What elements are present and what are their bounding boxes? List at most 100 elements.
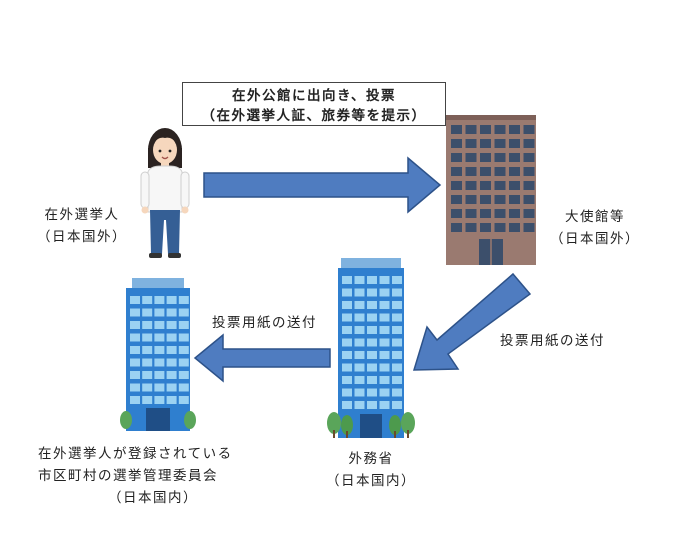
building-window: [166, 333, 177, 342]
building-window: [392, 301, 402, 309]
overseas-voter-illustration: [140, 128, 190, 258]
building-window: [154, 321, 165, 329]
building-window: [379, 388, 390, 397]
building-window: [494, 139, 506, 148]
building-window: [523, 167, 535, 176]
arrow-voter-to-embassy: [203, 156, 442, 214]
arrow-mofa-to-committee: [193, 333, 331, 383]
building-window: [130, 358, 140, 367]
election-committee-label-line-2: 市区町村の選挙管理委員会: [38, 468, 218, 484]
instruction-line-2: （在外選挙人証、旅券等を提示）: [201, 108, 427, 124]
building-window: [465, 139, 477, 148]
election-committee-label: 在外選挙人が登録されている 市区町村の選挙管理委員会 （日本国内）: [38, 443, 233, 509]
building-window: [465, 125, 477, 134]
building-window: [523, 125, 535, 134]
instruction-box: 在外公館に出向き、投票 （在外選挙人証、旅券等を提示）: [182, 82, 446, 126]
building-window: [367, 338, 377, 347]
building-window: [494, 181, 506, 190]
building-window: [509, 125, 520, 134]
building-window: [465, 167, 477, 176]
building-window: [379, 301, 390, 309]
building-window: [379, 338, 390, 347]
building-window: [509, 139, 520, 148]
building-window: [379, 288, 390, 297]
building-window: [154, 383, 165, 392]
building-window: [367, 313, 377, 322]
building-window: [354, 288, 365, 297]
building-window: [154, 346, 165, 354]
building-window: [342, 338, 352, 347]
building-window: [354, 376, 365, 384]
building-window: [354, 301, 365, 309]
building-window: [142, 321, 153, 329]
building-window: [342, 388, 352, 397]
building-window: [392, 376, 402, 384]
embassy-label: 大使館等 （日本国外）: [540, 206, 650, 250]
building-window: [142, 296, 153, 304]
building-window: [130, 383, 140, 392]
building-window: [480, 125, 491, 134]
election-committee-label-line-1: 在外選挙人が登録されている: [38, 446, 233, 462]
building-window: [367, 388, 377, 397]
building-window: [354, 351, 365, 359]
building-window: [354, 401, 365, 409]
building-window: [367, 376, 377, 384]
building-window: [354, 388, 365, 397]
building-window: [379, 376, 390, 384]
building-window: [130, 346, 140, 354]
building-window: [523, 181, 535, 190]
building-window: [392, 276, 402, 284]
building-window: [142, 396, 153, 404]
building-window: [392, 401, 402, 409]
building-window: [342, 351, 352, 359]
building-window: [154, 371, 165, 379]
election-committee-label-line-3: （日本国内）: [108, 490, 198, 506]
building-window: [154, 296, 165, 304]
building-window: [142, 383, 153, 392]
building-window: [154, 396, 165, 404]
building-window: [523, 195, 535, 204]
building-window: [494, 125, 506, 134]
building-window: [392, 288, 402, 297]
building-window: [392, 313, 402, 322]
building-window: [130, 308, 140, 317]
building-window: [509, 153, 520, 162]
building-window: [166, 371, 177, 379]
building-window: [480, 223, 491, 232]
overseas-voter-label-line-1: 在外選挙人: [44, 207, 120, 223]
building-window: [392, 338, 402, 347]
building-window: [480, 195, 491, 204]
building-window: [354, 276, 365, 284]
election-committee-building-illustration: [120, 278, 196, 431]
building-window: [494, 153, 506, 162]
arrow-embassy-to-mofa: [412, 272, 532, 371]
building-window: [509, 209, 520, 218]
building-window: [379, 351, 390, 359]
building-window: [342, 301, 352, 309]
building-window: [166, 358, 177, 367]
instruction-line-1: 在外公館に出向き、投票: [231, 88, 397, 104]
building-window: [494, 209, 506, 218]
embassy-label-line-2: （日本国外）: [550, 231, 640, 247]
building-window: [494, 167, 506, 176]
building-window: [379, 401, 390, 409]
building-window: [451, 125, 462, 134]
building-window: [166, 321, 177, 329]
building-window: [342, 363, 352, 372]
building-window: [379, 276, 390, 284]
building-window: [178, 346, 189, 354]
building-window: [178, 383, 189, 392]
overseas-voter-label-line-2: （日本国外）: [37, 229, 127, 245]
building-window: [367, 276, 377, 284]
building-window: [166, 346, 177, 354]
building-window: [178, 296, 189, 304]
building-window: [178, 358, 189, 367]
embassy-label-line-1: 大使館等: [565, 209, 625, 225]
building-window: [154, 308, 165, 317]
building-window: [342, 276, 352, 284]
building-window: [354, 338, 365, 347]
building-window: [142, 358, 153, 367]
building-window: [342, 376, 352, 384]
building-window: [509, 223, 520, 232]
building-window: [130, 396, 140, 404]
